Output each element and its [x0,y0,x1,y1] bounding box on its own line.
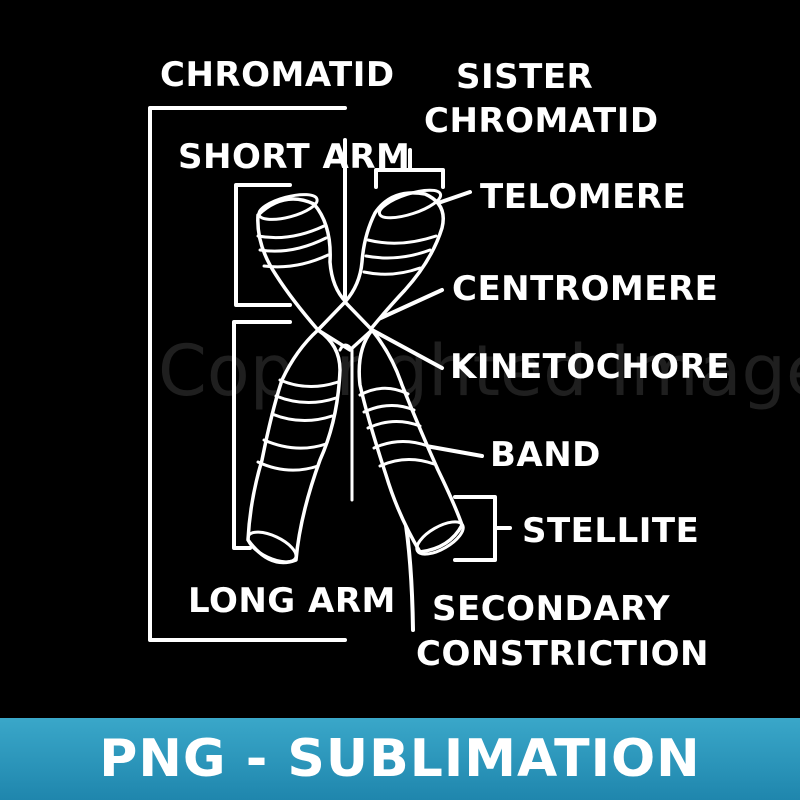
band [366,234,438,245]
telomere-cap-bottom-left [246,530,298,564]
band [274,394,338,404]
watermark-text: Copyrighted Image [158,330,800,412]
label-stellite: STELLITE [522,511,699,551]
band [256,460,320,472]
label-secondary-line2: CONSTRICTION [416,634,709,674]
telomere-cap-right [377,188,443,220]
label-centromere: CENTROMERE [452,269,718,309]
band-leader [424,444,484,458]
kinetochore-gap [338,343,354,502]
telomere-cap-bottom-right [415,520,465,556]
band [258,236,328,253]
band [362,404,416,414]
band [262,438,328,450]
band [362,266,422,276]
stellite-bracket [453,495,512,562]
band [270,412,334,422]
label-short-arm: SHORT ARM [178,137,410,177]
long-arm-bracket [232,320,292,550]
band [278,378,340,388]
chromatid-bracket [148,106,347,642]
label-kinetochore: KINETOCHORE [450,347,730,387]
label-telomere: TELOMERE [480,177,686,217]
band [372,440,430,450]
sublimation-banner: PNG - SUBLIMATION [0,718,800,800]
label-sister-line2: CHROMATID [424,101,659,141]
label-band: BAND [490,435,601,475]
chromosome-body [246,188,465,565]
kinetochore-leader [370,328,444,370]
band [256,224,326,240]
centromere-leader [370,288,444,324]
band [366,420,422,430]
short-arm-bracket [234,183,292,307]
band [358,386,410,397]
banner-text: PNG - SUBLIMATION [99,729,701,789]
label-chromatid: CHROMATID [160,55,395,95]
label-secondary-line1: SECONDARY [432,589,670,629]
band [262,253,330,269]
label-sister-line1: SISTER [456,57,593,97]
centromere-core [316,300,374,352]
sister-chromatid-bracket [374,148,445,189]
telomere-cap-left [257,193,319,221]
right-upper-arm [343,191,445,332]
band [378,458,436,468]
band [364,248,432,260]
label-long-arm: LONG ARM [188,581,396,621]
